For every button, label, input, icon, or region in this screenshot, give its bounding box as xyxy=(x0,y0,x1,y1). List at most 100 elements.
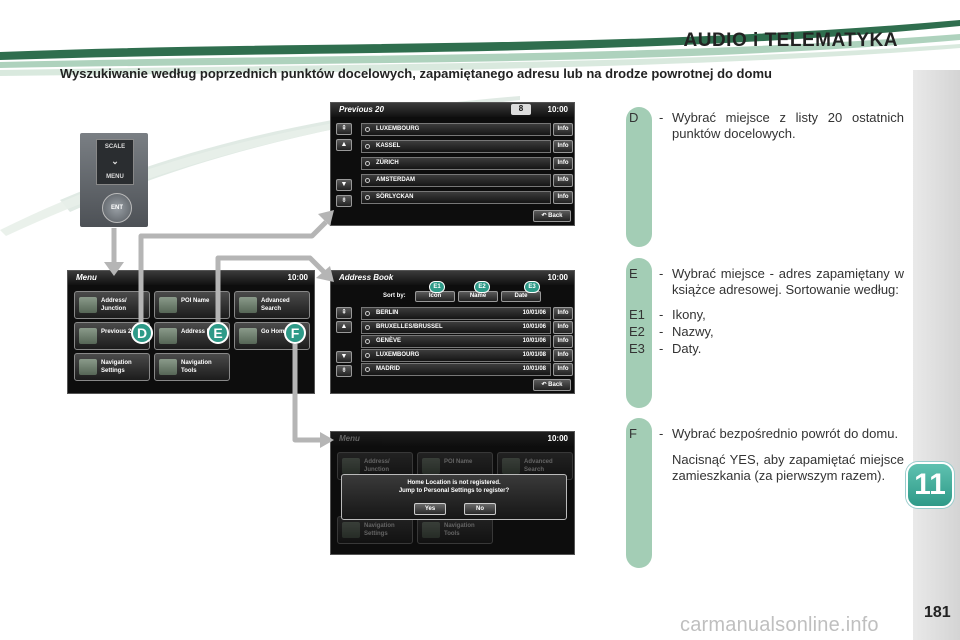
menu-screen-titlebar: Menu 10:00 xyxy=(68,271,314,285)
info-button: Info xyxy=(553,307,573,320)
explanation-dash: - xyxy=(659,426,664,441)
side-strip xyxy=(913,70,960,640)
badge-e1: E1 xyxy=(429,281,445,293)
ent-knob: ENT xyxy=(102,193,132,223)
menu-button-label: Advanced Search xyxy=(261,298,290,312)
list-item-name: KASSEL xyxy=(376,143,401,149)
menu-button-navigation-settings: Navigation Settings xyxy=(74,353,150,381)
sort-date-button: Date xyxy=(501,291,541,302)
home-icon xyxy=(239,328,257,344)
explanation-dash: - xyxy=(659,341,664,356)
home-screen-title: Menu xyxy=(339,434,360,443)
destination-icon xyxy=(365,144,370,149)
tools-icon xyxy=(422,522,440,538)
watermark: carmanualsonline.info xyxy=(680,614,879,636)
scroll-up-icon: ▲ xyxy=(336,139,352,151)
menu-button-label: Navigation Tools xyxy=(181,360,212,374)
explanation-text: Wybrać miejsce - adres zapamiętany w ksi… xyxy=(672,266,904,297)
menu-button-label: Address/ Junction xyxy=(364,459,390,473)
back-button: ↶ Back xyxy=(533,210,571,222)
pill-f xyxy=(626,418,652,568)
home-screen-titlebar: Menu xyxy=(331,432,574,446)
chapter-tab: 11 xyxy=(906,462,954,508)
address-book-screen: Address Book 10:00 Sort by: Icon Name Da… xyxy=(330,270,575,394)
explanation-text: Wybrać miejsce z listy 20 ostatnich punk… xyxy=(672,110,904,141)
address-name: MADRID xyxy=(376,366,400,372)
info-button: Info xyxy=(553,335,573,348)
menu-button-poi-name: POI Name xyxy=(154,291,230,319)
explanation-text: Ikony, xyxy=(672,307,706,322)
address-date: 10/01/08 xyxy=(522,352,546,358)
pill-e xyxy=(626,258,652,408)
explanation-dash: - xyxy=(659,266,664,281)
info-button: Info xyxy=(553,123,573,136)
address-name: GENÈVE xyxy=(376,338,402,344)
dialog-message: Home Location is not registered. Jump to… xyxy=(342,479,566,495)
list-item: LUXEMBOURG xyxy=(361,123,551,136)
table-row: BERLIN 10/01/06 xyxy=(361,307,551,320)
menu-button-label: Address/ Junction xyxy=(101,298,127,312)
menu-button-label: Navigation Settings xyxy=(364,523,395,537)
table-row: MADRID 10/01/08 xyxy=(361,363,551,376)
menu-button-label: POI Name xyxy=(181,298,210,304)
menu-button-label: POI Name xyxy=(444,459,473,465)
page-up-icon: ⇞ xyxy=(336,123,352,135)
explanation-e2: E2 - Nazwy, xyxy=(629,324,904,340)
destination-icon xyxy=(365,161,370,166)
menu-button-label: Go Home xyxy=(261,329,288,335)
address-date: 10/01/08 xyxy=(522,366,546,372)
previous-screen-clock: 10:00 xyxy=(547,105,568,114)
address-name: BERLIN xyxy=(376,310,399,316)
explanation-key: E xyxy=(629,266,638,281)
info-button: Info xyxy=(553,363,573,376)
list-item-name: SÖRLYCKAN xyxy=(376,194,414,200)
address-screen-clock: 10:00 xyxy=(547,273,568,282)
pencil-icon xyxy=(365,367,370,372)
menu-button-address-junction: Address/ Junction xyxy=(74,291,150,319)
page-up-icon: ⇞ xyxy=(336,307,352,319)
info-button: Info xyxy=(553,349,573,362)
destination-icon xyxy=(365,127,370,132)
back-button: ↶ Back xyxy=(533,379,571,391)
address-name: BRUXELLES/BRUSSEL xyxy=(376,324,443,330)
menu-button-label: Previous 20 xyxy=(101,329,135,335)
page-down-icon: ⇟ xyxy=(336,365,352,377)
explanation-text: Nazwy, xyxy=(672,324,714,339)
home-screen-clock: 10:00 xyxy=(547,434,568,443)
home-location-dialog: Home Location is not registered. Jump to… xyxy=(341,474,567,520)
previous-screen-titlebar: Previous 20 8 10:00 xyxy=(331,103,574,117)
menu-button-label: Advanced Search xyxy=(524,459,553,473)
explanation-e: E - Wybrać miejsce - adres zapamiętany w… xyxy=(629,266,904,316)
sort-by-label: Sort by: xyxy=(383,293,406,299)
chapter-header-title: AUDIO i TELEMATYKA xyxy=(683,30,898,51)
explanation-key: E3 xyxy=(629,341,645,356)
scroll-down-icon: ▼ xyxy=(336,179,352,191)
result-counter: 8 xyxy=(511,104,531,115)
settings-icon xyxy=(79,359,97,375)
explanation-e3: E3 - Daty. xyxy=(629,341,904,357)
no-button: No xyxy=(464,503,496,515)
menu-button-label: Navigation Tools xyxy=(444,523,475,537)
explanation-text: Nacisnąć YES, aby zapamiętać miejsce zam… xyxy=(672,452,904,483)
ent-label: ENT xyxy=(111,205,123,211)
destination-icon xyxy=(365,195,370,200)
address-date: 10/01/06 xyxy=(522,310,546,316)
menu-button-label: Address Book xyxy=(181,329,222,335)
address-date: 10/01/06 xyxy=(522,324,546,330)
explanation-text: Daty. xyxy=(672,341,702,356)
back-arrow-icon: ↶ xyxy=(541,382,549,388)
address-date: 10/01/06 xyxy=(522,338,546,344)
list-item: SÖRLYCKAN xyxy=(361,191,551,204)
info-button: Info xyxy=(553,191,573,204)
explanation-d: D - Wybrać miejsce z listy 20 ostatnich … xyxy=(629,110,904,150)
page-number: 181 xyxy=(924,604,951,621)
menu-button-navigation-settings: Navigation Settings xyxy=(337,516,413,544)
book-icon xyxy=(159,328,177,344)
marker-f: F xyxy=(284,322,306,344)
list-item: AMSTERDAM xyxy=(361,174,551,187)
scroll-down-icon: ▼ xyxy=(336,351,352,363)
info-button: Info xyxy=(553,174,573,187)
table-row: BRUXELLES/BRUSSEL 10/01/06 xyxy=(361,321,551,334)
go-home-screen: Menu 10:00 Address/ Junction POI Name Ad… xyxy=(330,431,575,555)
explanation-key: F xyxy=(629,426,637,441)
